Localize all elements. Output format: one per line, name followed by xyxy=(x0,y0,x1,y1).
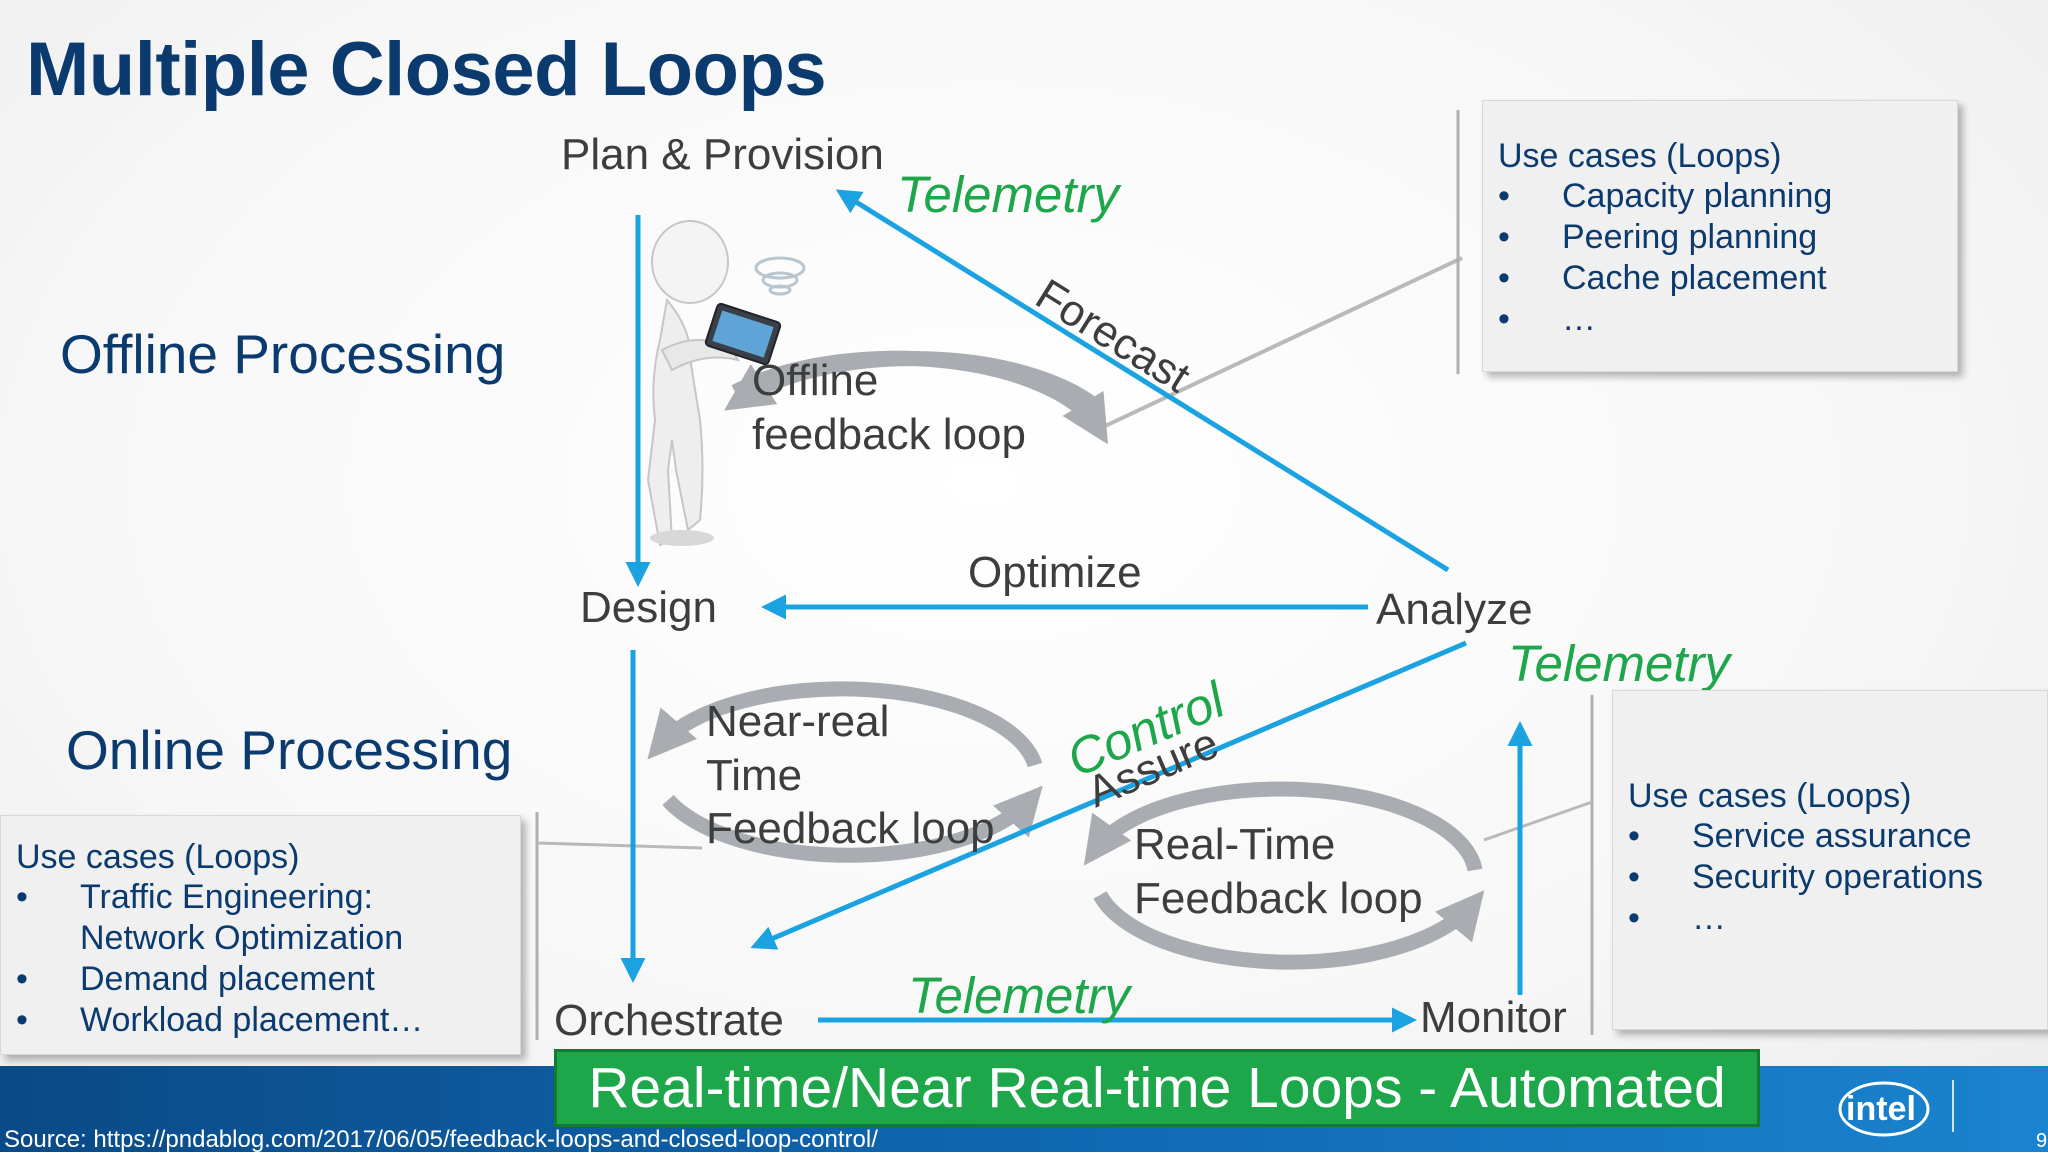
wifi-signal-icon xyxy=(754,256,806,296)
offline-usecase-connector xyxy=(1102,256,1463,429)
offline-usecases-title: Use cases (Loops) xyxy=(1498,137,1782,175)
bullet: • xyxy=(16,960,28,998)
bullet: • xyxy=(1628,817,1640,855)
offline-processing-label: Offline Processing xyxy=(60,323,506,385)
analyze-to-orchestrate-arrow xyxy=(750,640,1467,950)
telemetry-label-bottom: Telemetry xyxy=(908,967,1131,1024)
online-right-usecases-title: Use cases (Loops) xyxy=(1628,777,1912,815)
online-left-usecases-box: Use cases (Loops) •Traffic Engineering:N… xyxy=(0,815,521,1055)
online-processing-label: Online Processing xyxy=(66,719,513,781)
list-item: •… xyxy=(1498,300,1596,338)
near-real-time-loop-label: Near-real Time Feedback loop xyxy=(706,695,995,856)
list-item: •… xyxy=(1628,899,1726,937)
telemetry-label-right: Telemetry xyxy=(1508,635,1731,692)
list-item: •Service assurance xyxy=(1628,817,1972,855)
analyze-to-plan-arrow xyxy=(835,189,1450,573)
online-right-usecases-box: Use cases (Loops) •Service assurance •Se… xyxy=(1612,690,2048,1030)
page-number: 9 xyxy=(2036,1130,2048,1152)
node-analyze: Analyze xyxy=(1376,585,1533,634)
intel-logo-text: intel xyxy=(1846,1090,1916,1128)
offline-loop-arrows xyxy=(723,350,1109,445)
offline-loop-line-1: Offline xyxy=(752,356,879,405)
process-arrows xyxy=(620,189,1533,1033)
automated-loops-banner: Real-time/Near Real-time Loops - Automat… xyxy=(554,1049,1760,1127)
intel-logo: intel xyxy=(1836,1076,1932,1140)
online-right-usecases-list: •Service assurance •Security operations … xyxy=(1628,816,2047,939)
list-item: •Demand placement xyxy=(16,960,375,998)
bullet: • xyxy=(1498,259,1510,297)
real-time-loop-arrows xyxy=(1083,781,1485,970)
node-orchestrate: Orchestrate xyxy=(554,996,784,1045)
near-real-time-loop-arrows xyxy=(647,681,1043,863)
bullet: • xyxy=(1498,177,1510,215)
bullet: • xyxy=(1628,858,1640,896)
real-time-loop-label: Real-Time Feedback loop xyxy=(1134,818,1423,925)
source-citation: Source: https://pndablog.com/2017/06/05/… xyxy=(4,1126,878,1153)
offline-usecases-box: Use cases (Loops) •Capacity planning •Pe… xyxy=(1482,100,1958,372)
node-design: Design xyxy=(580,583,717,632)
list-item: •Workload placement… xyxy=(16,1001,424,1039)
logo-separator xyxy=(1952,1080,1954,1132)
bullet: • xyxy=(16,1001,28,1039)
online-left-usecases-list: •Traffic Engineering:Network Optimizatio… xyxy=(16,877,520,1041)
slide-title: Multiple Closed Loops xyxy=(26,27,827,112)
online-left-usecase-connector xyxy=(536,841,703,850)
list-item: •Capacity planning xyxy=(1498,177,1833,215)
node-monitor: Monitor xyxy=(1420,993,1567,1042)
optimize-label: Optimize xyxy=(968,548,1142,597)
person-with-tablet-icon xyxy=(646,220,782,547)
near-real-time-loop-line-1: Near-real xyxy=(706,697,890,746)
offline-loop-label: Offline feedback loop xyxy=(752,354,1026,461)
list-item: •Cache placement xyxy=(1498,259,1827,297)
list-item: •Security operations xyxy=(1628,858,1984,896)
intel-logo-ring xyxy=(1838,1081,1930,1137)
telemetry-label-top: Telemetry xyxy=(897,166,1120,223)
bullet: • xyxy=(1498,300,1510,338)
node-plan-provision: Plan & Provision xyxy=(561,130,884,179)
near-real-time-loop-line-2: Time xyxy=(706,750,803,800)
bullet: • xyxy=(16,878,28,916)
online-left-usecases-title: Use cases (Loops) xyxy=(16,838,300,876)
bullet: • xyxy=(1498,218,1510,256)
offline-loop-line-2: feedback loop xyxy=(752,409,1026,459)
bullet: • xyxy=(1628,899,1640,937)
online-right-usecase-connector xyxy=(1483,800,1593,842)
list-item: •Peering planning xyxy=(1498,218,1818,256)
offline-usecases-list: •Capacity planning •Peering planning •Ca… xyxy=(1498,176,1957,340)
near-real-time-loop-line-3: Feedback loop xyxy=(706,804,995,854)
real-time-loop-line-2: Feedback loop xyxy=(1134,873,1423,923)
real-time-loop-line-1: Real-Time xyxy=(1134,820,1336,869)
list-item: •Traffic Engineering:Network Optimizatio… xyxy=(16,878,404,957)
